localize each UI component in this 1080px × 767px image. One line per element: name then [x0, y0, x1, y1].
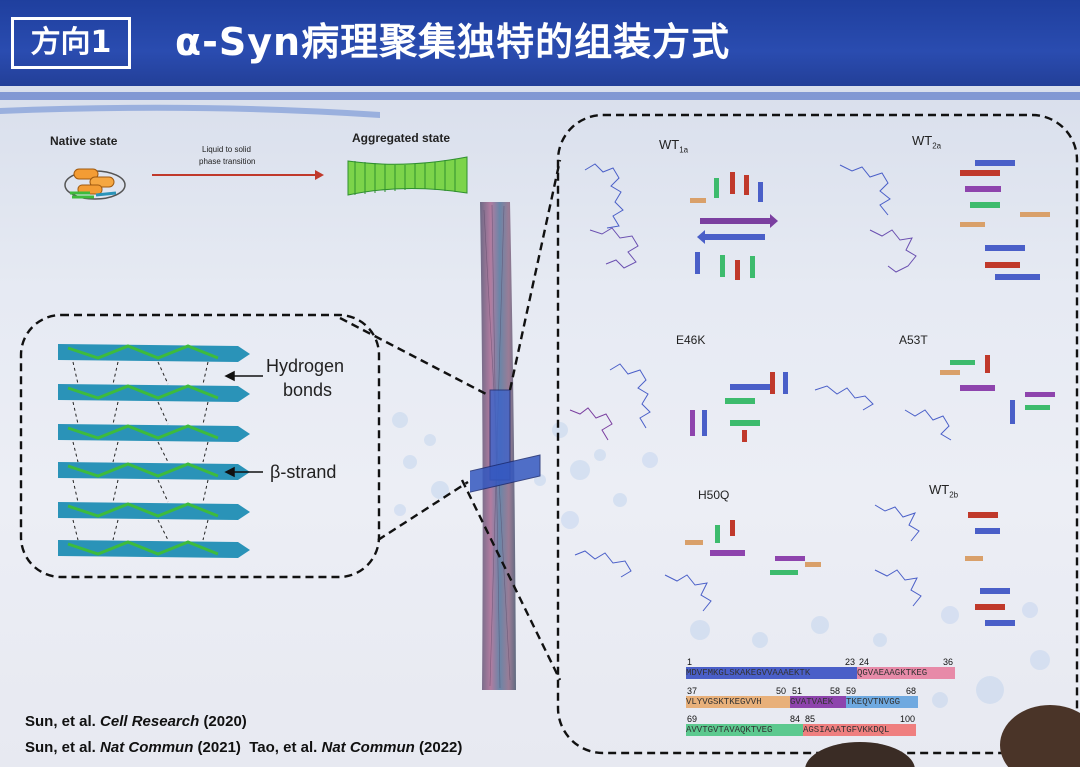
seq-row2-mid-c: 58: [830, 686, 841, 696]
wt2a-label: WT2a: [912, 133, 942, 151]
seq-row3-end: 100: [900, 714, 916, 724]
seq-row2-end: 68: [906, 686, 917, 696]
aggregated-fibril-icon: [347, 156, 468, 196]
citation-3-journal: Nat Commun: [321, 739, 415, 756]
citation-line-2: Sun, et al. Nat Commun (2021) Tao, et al…: [25, 735, 462, 761]
seq-row3-mid-a: 84: [790, 714, 801, 724]
wt1a-label: WT1a: [659, 137, 689, 155]
citation-2-year: (2021): [197, 739, 241, 756]
slide-title: α-Syn病理聚集独特的组装方式: [175, 20, 731, 64]
citations: Sun, et al. Cell Research (2020) Sun, et…: [25, 709, 462, 761]
wt2b-label: WT2b: [929, 482, 959, 500]
beta-strand-label: β-strand: [270, 462, 337, 482]
seq-row2-seg3: TKEQVTNVGG: [846, 696, 918, 708]
seq-row3-seg2: AGSIAAATGFVKKDQL: [803, 724, 916, 736]
a53t-label: A53T: [899, 333, 928, 347]
transition-arrow: [152, 170, 324, 180]
seq-row2-seg2: GVATVAEK: [790, 696, 846, 708]
seq-row2-start: 37: [687, 686, 698, 696]
aggregated-state-label: Aggregated state: [352, 131, 451, 145]
seq-row1-start: 1: [687, 657, 693, 667]
citation-3-year: (2022): [419, 739, 463, 756]
central-fibril: [470, 202, 541, 690]
citation-2-journal: Nat Commun: [100, 739, 194, 756]
direction-tag: 方向1: [11, 17, 131, 69]
seq-row2-mid-b: 51: [792, 686, 803, 696]
hydrogen-label-2: bonds: [283, 380, 333, 400]
seq-row1-end: 36: [943, 657, 954, 667]
citation-line-1: Sun, et al. Cell Research (2020): [25, 709, 462, 735]
e46k-label: E46K: [676, 333, 706, 347]
citation-2-authors: Sun, et al.: [25, 739, 96, 756]
transition-label-1: Liquid to solid: [202, 145, 251, 154]
seq-row2-mid-a: 50: [776, 686, 787, 696]
native-protein-icon: [64, 168, 126, 200]
seq-row1-seg1: MDVFMKGLSKAKEGVVAAAEKTK: [686, 667, 857, 679]
citation-1-authors: Sun, et al.: [25, 713, 96, 730]
beta-sheet-inset: [19, 313, 381, 579]
seq-row1-mid-a: 23: [845, 657, 856, 667]
citation-1-year: (2020): [203, 713, 247, 730]
h50q-label: H50Q: [698, 488, 730, 502]
seq-row1-mid-b: 24: [859, 657, 870, 667]
seq-row3-mid-b: 85: [805, 714, 816, 724]
seq-row2-seg1: VLYVGSKTKEGVVH: [686, 696, 790, 708]
hydrogen-label-1: Hydrogen: [266, 356, 345, 376]
seq-row3-seg1: AVVTGVTAVAQKTVEG: [686, 724, 803, 736]
header-bar: 方向1 α-Syn病理聚集独特的组装方式: [0, 0, 1080, 86]
native-state-label: Native state: [50, 134, 118, 148]
seq-row3-start: 69: [687, 714, 698, 724]
transition-label-2: phase transition: [199, 157, 256, 166]
seq-row1-seg2: QGVAEAAGKTKEG: [857, 667, 955, 679]
citation-3-authors: Tao, et al.: [249, 739, 318, 756]
citation-1-journal: Cell Research: [100, 713, 200, 730]
seq-row2-mid-d: 59: [846, 686, 857, 696]
